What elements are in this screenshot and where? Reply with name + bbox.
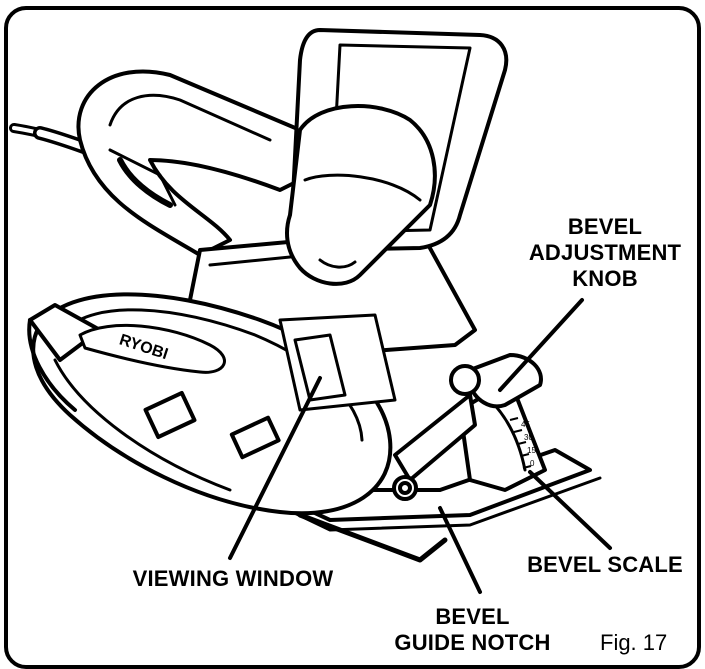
label-viewing-window: VIEWING WINDOW [132, 566, 334, 591]
scale-mark: 0 [530, 459, 535, 468]
label-line: BEVEL [435, 604, 510, 629]
scale-mark: 45 [521, 420, 530, 429]
label-bevel-adjustment-knob: BEVEL ADJUSTMENT KNOB [520, 214, 690, 292]
leader-bevel-knob [498, 298, 584, 392]
scale-mark: 15 [527, 446, 536, 455]
label-line: GUIDE NOTCH [394, 630, 551, 655]
leader-guide-notch [438, 506, 482, 594]
label-line: KNOB [572, 266, 638, 291]
brand-plate [78, 323, 226, 374]
figure-frame [4, 6, 701, 669]
leader-viewing-window [228, 376, 322, 560]
scale-mark: 30 [524, 433, 533, 442]
figure-number: Fig. 17 [600, 630, 668, 655]
bevel-knob [468, 353, 543, 409]
label-line: ADJUSTMENT [528, 240, 682, 265]
label-bevel-guide-notch: BEVEL GUIDE NOTCH [385, 604, 560, 656]
label-bevel-scale: BEVEL SCALE [527, 552, 683, 577]
label-line: BEVEL [567, 214, 643, 239]
leader-bevel-scale [528, 470, 612, 550]
front-handle [285, 104, 437, 286]
rear-handle [76, 69, 332, 257]
